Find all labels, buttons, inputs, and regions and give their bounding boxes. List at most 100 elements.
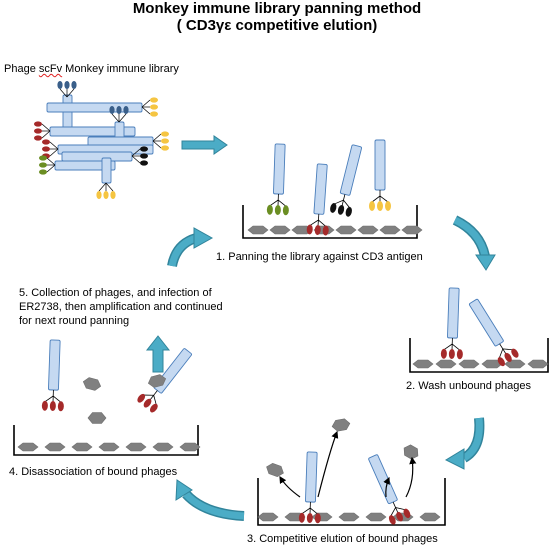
scfv-tip (345, 206, 352, 217)
elution-arrow-2 (317, 430, 339, 498)
scfv-tip (140, 146, 148, 152)
scfv-tip (274, 204, 281, 215)
scfv-tip (511, 348, 519, 358)
elution-arrow-3 (383, 476, 390, 498)
scfv-tip (42, 139, 50, 145)
scfv-tip (337, 204, 345, 215)
antigen-icon (266, 462, 284, 478)
step-5-line-3: for next round panning (19, 315, 130, 327)
scfv-tip (314, 513, 321, 524)
arrow-icon-inner (168, 234, 198, 267)
antigen-icon (527, 359, 549, 369)
arrow-icon (145, 335, 171, 373)
scfv-tip (298, 512, 305, 523)
scfv-tip (150, 97, 158, 103)
elution-arrow-4 (405, 456, 417, 498)
scfv-tip (504, 352, 512, 362)
scfv-tip (150, 111, 158, 117)
antigen-icon (82, 377, 102, 391)
scfv-tip (34, 135, 42, 141)
arrow-icon-inner (462, 417, 483, 462)
scfv-tip (377, 201, 383, 211)
antigen-icon (338, 512, 360, 522)
scfv-tip (42, 146, 50, 152)
antigen-icon (435, 359, 457, 369)
scfv-tip (110, 191, 116, 199)
scfv-tip (282, 205, 289, 216)
library-label-word2: scFv (38, 63, 63, 75)
arrow-icon (444, 448, 465, 470)
antigen-icon (125, 442, 147, 452)
diagram-subtitle: ( CD3γε competitive elution) (176, 17, 378, 34)
scfv-tip (497, 357, 506, 367)
antigen-icon (458, 359, 480, 369)
scfv-tip (266, 204, 273, 215)
arrow-icon-inner (183, 491, 245, 520)
step-5-line-1: 5. Collection of phages, and infection o… (19, 287, 212, 299)
arrow-icon (193, 227, 214, 249)
scfv-tip (448, 348, 455, 359)
arrow-icon (181, 135, 228, 155)
well-4 (13, 425, 199, 456)
antigen-icon (179, 442, 201, 452)
scfv-tip (96, 191, 102, 199)
arrow-icon-inner (453, 216, 489, 257)
phage-icon (298, 451, 321, 524)
phage-icon (330, 144, 362, 217)
scfv-tip (34, 121, 42, 127)
step-4-label: 4. Disassociation of bound phages (9, 466, 178, 478)
scfv-tip (440, 348, 447, 359)
scfv-tip (116, 106, 122, 114)
scfv-tip (39, 169, 47, 175)
well-3 (257, 478, 446, 526)
scfv-tip (396, 511, 404, 522)
antigen-icon (44, 442, 66, 452)
phage-icon (266, 143, 289, 216)
antigen-icon (98, 442, 120, 452)
library-label-word3: Monkey immune library (65, 63, 179, 75)
antigen-icon (403, 444, 419, 460)
diagram-title: Monkey immune library panning method (132, 0, 422, 17)
step-1-label: 1. Panning the library against CD3 antig… (216, 251, 423, 263)
scfv-tip (161, 131, 169, 137)
scfv-tip (385, 201, 391, 211)
antigen-icon (365, 512, 387, 522)
phage-body (49, 126, 136, 137)
elution-arrow-1 (279, 475, 301, 498)
antigen-icon (152, 442, 174, 452)
scfv-tip (39, 162, 47, 168)
antigen-icon (17, 442, 39, 452)
scfv-tip (456, 349, 463, 360)
library-label: Phage scFv Monkey immune library (4, 62, 179, 76)
antigen-icon (357, 225, 379, 235)
phage-icon (137, 348, 192, 413)
scfv-tip (161, 145, 169, 151)
antigen-icon (71, 442, 93, 452)
scfv-tip (41, 400, 48, 411)
phage-body (54, 160, 116, 171)
antigen-icon (335, 225, 357, 235)
step-3-label: 3. Competitive elution of bound phages (247, 533, 438, 545)
arrow-icon (475, 254, 496, 271)
scfv-tip (149, 403, 158, 413)
phage-icon (440, 287, 463, 360)
scfv-tip (71, 81, 77, 89)
antigen-icon (87, 412, 107, 424)
scfv-tip (403, 508, 411, 519)
scfv-tip (64, 81, 70, 89)
antigen-icon (379, 225, 401, 235)
phage-icon (469, 298, 519, 367)
arrow-icon (175, 479, 193, 501)
antigen-icon (147, 374, 167, 388)
phage-icon (368, 454, 411, 525)
scfv-tip (306, 224, 313, 235)
scfv-tip (388, 515, 396, 525)
scfv-tip (57, 81, 63, 89)
scfv-tip (140, 153, 148, 159)
antigen-icon (247, 225, 269, 235)
scfv-tip (49, 400, 56, 411)
scfv-tip (140, 160, 148, 166)
step-5-line-2: ER2738, then amplification and continued (19, 301, 223, 313)
antigen-icon (257, 512, 279, 522)
